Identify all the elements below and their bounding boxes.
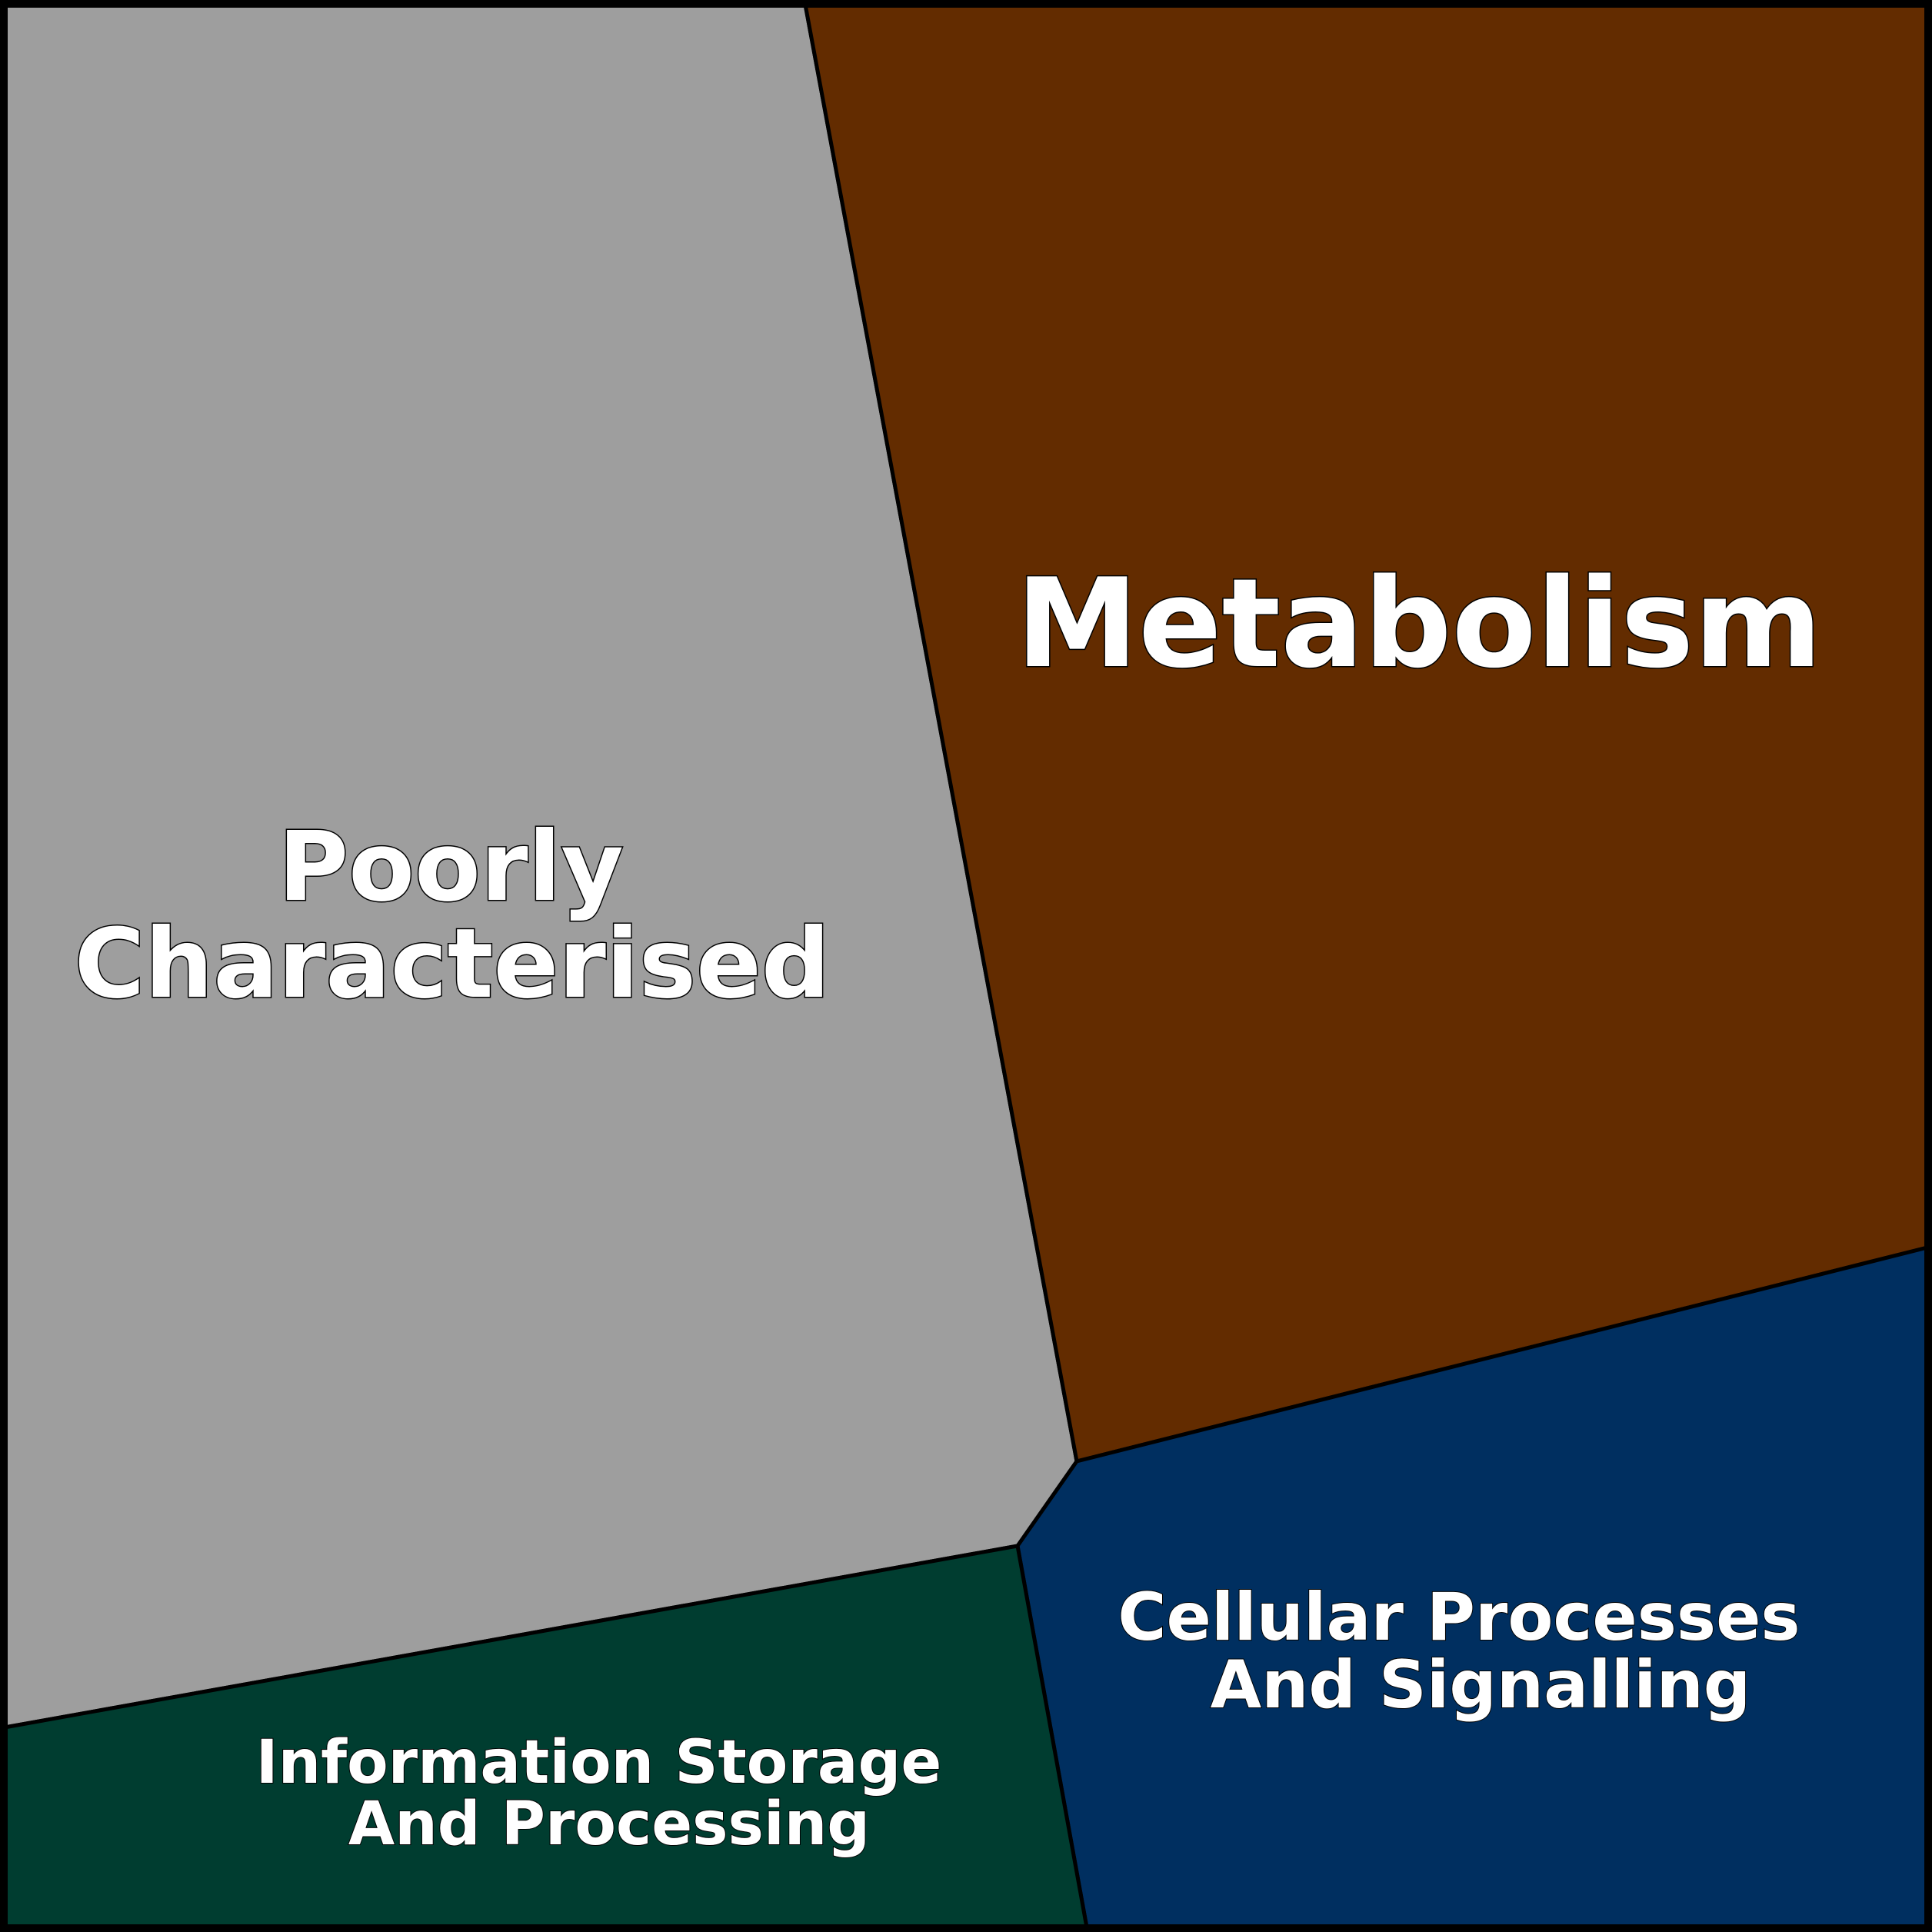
label-line: Poorly [278, 811, 624, 923]
label-metabolism: Metabolism [1016, 551, 1822, 695]
label-information-storage: Information Storage And Processing [256, 1728, 963, 1859]
label-cellular-processes: Cellular Processes And Signalling [1118, 1579, 1823, 1724]
label-poorly-characterised: Poorly Characterised [75, 811, 831, 1020]
label-line: Information Storage [256, 1728, 942, 1797]
label-line: Metabolism [1016, 551, 1822, 695]
label-line: Characterised [75, 908, 831, 1020]
label-line: Cellular Processes [1118, 1579, 1800, 1656]
label-line: And Signalling [1211, 1647, 1751, 1724]
label-line: And Processing [348, 1790, 870, 1859]
